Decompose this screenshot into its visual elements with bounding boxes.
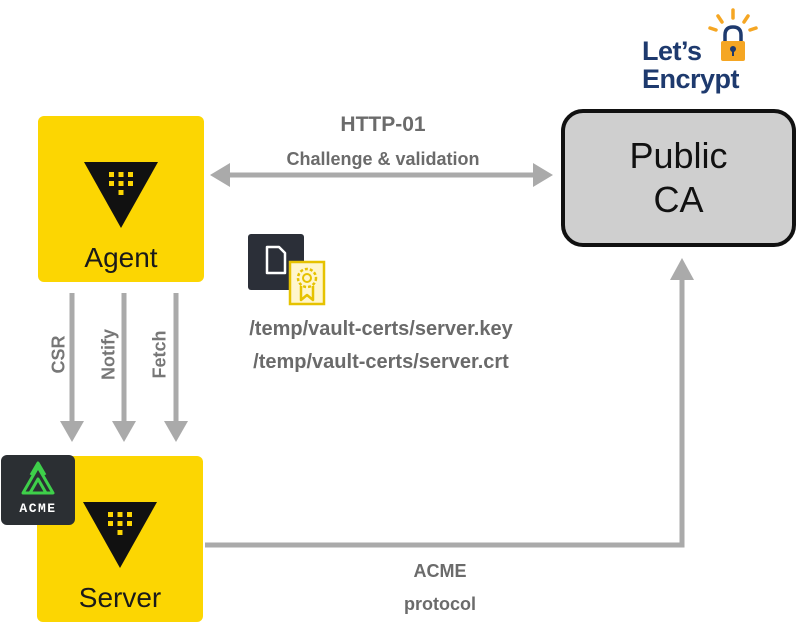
http01-title: HTTP-01 (340, 113, 426, 136)
acme-protocol-label-line1: ACME (413, 561, 467, 581)
http01-arrowhead-right (533, 163, 553, 187)
vault-logo-icon (84, 162, 158, 228)
lets-encrypt-logo (708, 8, 758, 61)
acme-protocol-label-line2: protocol (404, 594, 476, 614)
fetch-label: Fetch (149, 330, 170, 379)
acme-protocol-arrow (205, 258, 694, 548)
csr-label: CSR (48, 335, 69, 374)
notify-arrow (112, 293, 136, 442)
http01-arrow (210, 163, 553, 187)
acme-badge-label: ACME (19, 501, 57, 516)
public-ca-label-line1: Public (629, 135, 728, 176)
padlock-icon (721, 25, 745, 61)
http01-subtitle: Challenge & validation (286, 149, 480, 169)
server-crt-path: /temp/vault-certs/server.crt (253, 351, 509, 373)
server-node: Server (37, 456, 203, 622)
server-label: Server (78, 582, 162, 613)
server-key-path: /temp/vault-certs/server.key (249, 318, 513, 340)
http01-arrowhead-left (210, 163, 230, 187)
agent-label: Agent (84, 242, 158, 273)
fetch-arrow (164, 293, 188, 442)
public-ca-label-line2: CA (653, 179, 704, 220)
csr-arrow (60, 293, 84, 442)
certificate-file-icon (248, 234, 326, 306)
vault-logo-icon (83, 502, 157, 568)
lets-encrypt-wordmark-line2: Encrypt (642, 64, 740, 94)
public-ca-node: Public CA (561, 109, 796, 247)
acme-badge: ACME (1, 455, 75, 525)
notify-label: Notify (98, 329, 119, 380)
lets-encrypt-wordmark-line1: Let’s (642, 36, 702, 66)
agent-node: Agent (38, 116, 204, 282)
sun-rays-icon (708, 8, 758, 32)
acme-mountain-icon (21, 461, 55, 495)
